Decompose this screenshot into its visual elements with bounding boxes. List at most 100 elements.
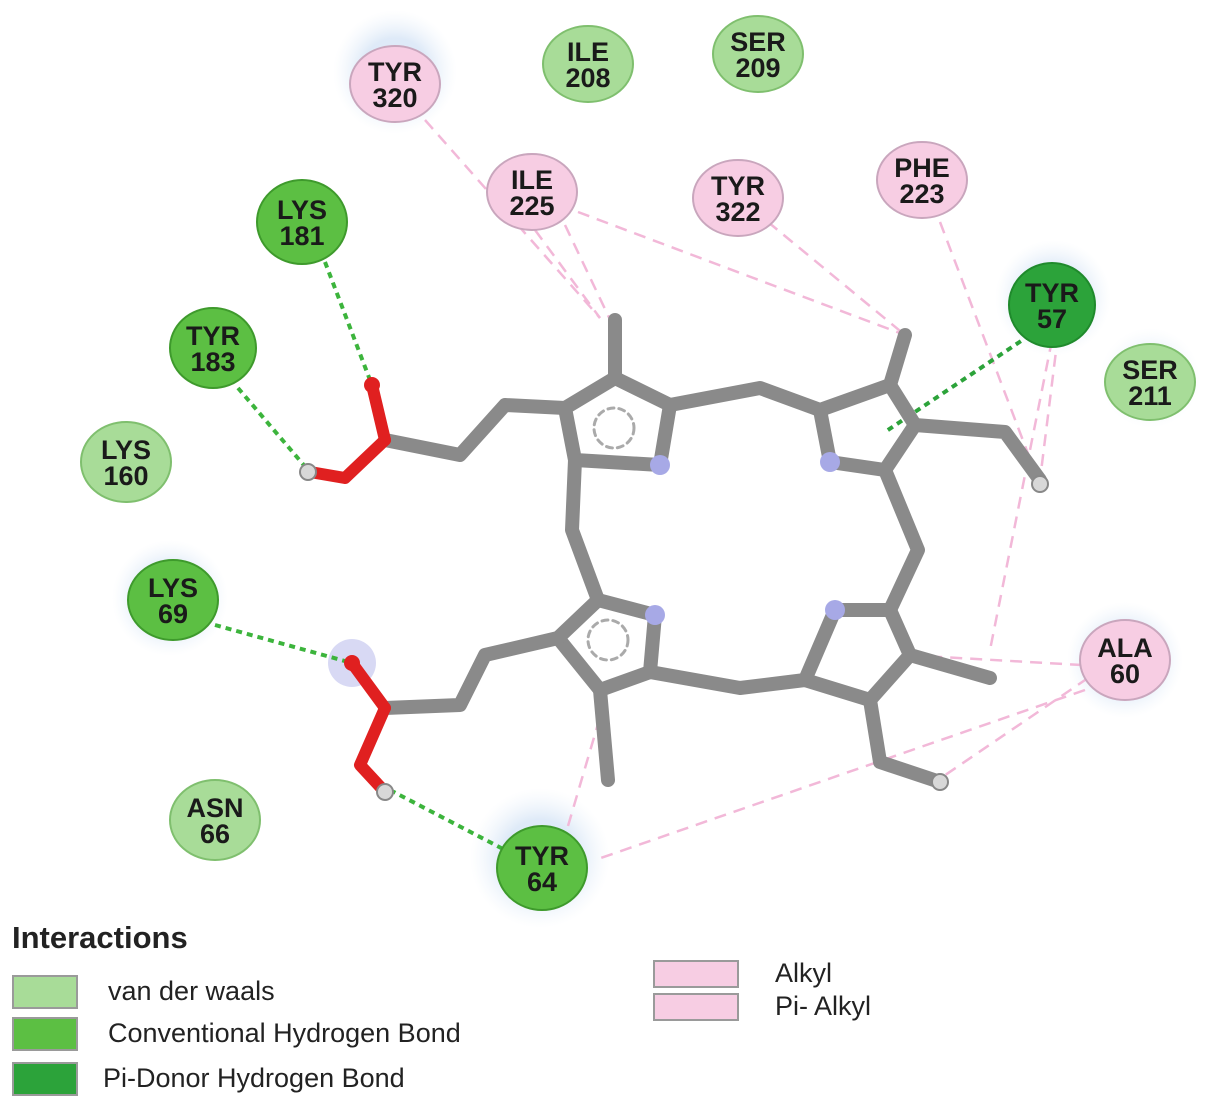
residue-number: 64 (527, 867, 557, 897)
residue-name: TYR (1025, 278, 1079, 308)
pyrrole-ring-3 (798, 603, 917, 707)
terminal-atom-2 (1031, 475, 1049, 493)
methine-bridge-2 (878, 463, 925, 617)
residue-number: 322 (715, 197, 760, 227)
h-bond-line-1 (236, 386, 310, 472)
residue-node (256, 179, 348, 265)
residue-number: 69 (158, 599, 188, 629)
residue-name: SER (1122, 355, 1178, 385)
residue-node (486, 153, 578, 231)
residue-node (127, 559, 219, 641)
residue-node (496, 825, 588, 911)
hydroxyl-2 (354, 702, 391, 798)
residue-number: 211 (1128, 381, 1172, 411)
residue-name: TYR (711, 171, 765, 201)
residue-name: ALA (1097, 633, 1153, 663)
methine-bridge-1 (663, 381, 827, 417)
alkyl-line-5 (938, 221, 1040, 481)
residue-node (1079, 619, 1171, 701)
residue-name: SER (730, 27, 786, 57)
propionate-chain-1 (378, 398, 572, 462)
methyl-bond (903, 648, 997, 685)
residue-node (692, 159, 784, 237)
residue-number: 209 (735, 53, 780, 83)
residue-number: 160 (103, 461, 148, 491)
residue-number: 225 (509, 191, 554, 221)
legend-label-pi-donor-h-bond: Pi-Donor Hydrogen Bond (103, 1063, 405, 1093)
residue-number: 183 (190, 347, 235, 377)
methine-bridge-3 (643, 665, 812, 695)
propionate-chain-2 (378, 631, 565, 715)
residue-name: ASN (186, 793, 243, 823)
residue-node (712, 15, 804, 93)
carbonyl-oxygen-2 (346, 657, 391, 714)
legend-label-conventional-h-bond: Conventional Hydrogen Bond (108, 1018, 461, 1048)
h-bond-line-2 (214, 623, 353, 665)
alkyl-line-2 (563, 224, 617, 331)
vinyl-bond (908, 418, 1047, 487)
residue-name: TYR (186, 321, 240, 351)
alkyl-line-7 (988, 339, 1054, 651)
legend-swatch-conventional-h-bond (12, 1017, 78, 1051)
residue-name: ILE (511, 165, 553, 195)
residue-number: 66 (200, 819, 230, 849)
residue-node (169, 779, 261, 861)
residue-number: 320 (372, 83, 417, 113)
alkyl-line-1 (533, 229, 602, 319)
pyrrole-ring-1 (558, 371, 677, 472)
residue-name: LYS (148, 573, 198, 603)
residue-name: ILE (567, 37, 609, 67)
residue-number: 223 (899, 179, 944, 209)
alkyl-line-6 (1038, 334, 1060, 481)
residue-name: TYR (368, 57, 422, 87)
legend-swatch-pi-donor-h-bond (12, 1062, 78, 1096)
alkyl-line-4 (767, 221, 906, 336)
alkyl-line-0 (424, 119, 601, 319)
terminal-atom-1 (376, 783, 394, 801)
residue-node (349, 45, 441, 123)
residue-name: TYR (515, 841, 569, 871)
residue-name: LYS (277, 195, 327, 225)
aromatic-ring-0 (592, 406, 636, 450)
residue-name: LYS (101, 435, 151, 465)
carbonyl-oxygen-1 (366, 379, 391, 446)
methyl-bond (883, 328, 912, 392)
oxygen-atom-0 (364, 377, 380, 393)
residue-number: 181 (279, 221, 324, 251)
residue-node (1008, 262, 1096, 348)
methine-bridge-4 (565, 453, 605, 607)
alkyl-line-10 (594, 688, 1086, 862)
residue-number: 208 (565, 63, 610, 93)
oxygen-atom-1 (344, 655, 360, 671)
nitrogen-atom-1 (820, 452, 840, 472)
residue-node (1104, 343, 1196, 421)
alkyl-line-3 (577, 210, 906, 337)
residues: TYR320ILE208SER209ILE225TYR322PHE223LYS1… (80, 15, 1196, 911)
residue-name: PHE (894, 153, 950, 183)
h-bond-line-0 (323, 261, 372, 381)
legend-label-alkyl: Alkyl (775, 958, 833, 988)
hydroxyl-1 (304, 434, 391, 484)
residue-number: 60 (1110, 659, 1140, 689)
terminal-atom-3 (931, 773, 949, 791)
vinyl-bond (863, 693, 947, 789)
aromatic-ring-1 (586, 618, 630, 662)
residue-node (80, 421, 172, 503)
residue-node (169, 307, 257, 389)
legend-title: Interactions (12, 920, 188, 955)
legend-label-pi-alkyl: Pi- Alkyl (775, 991, 872, 1021)
nitrogen-atom-3 (645, 605, 665, 625)
legend-swatch-alkyl (653, 960, 739, 988)
legend-label-van-der-waals: van der waals (108, 976, 275, 1006)
terminal-atom-0 (299, 463, 317, 481)
